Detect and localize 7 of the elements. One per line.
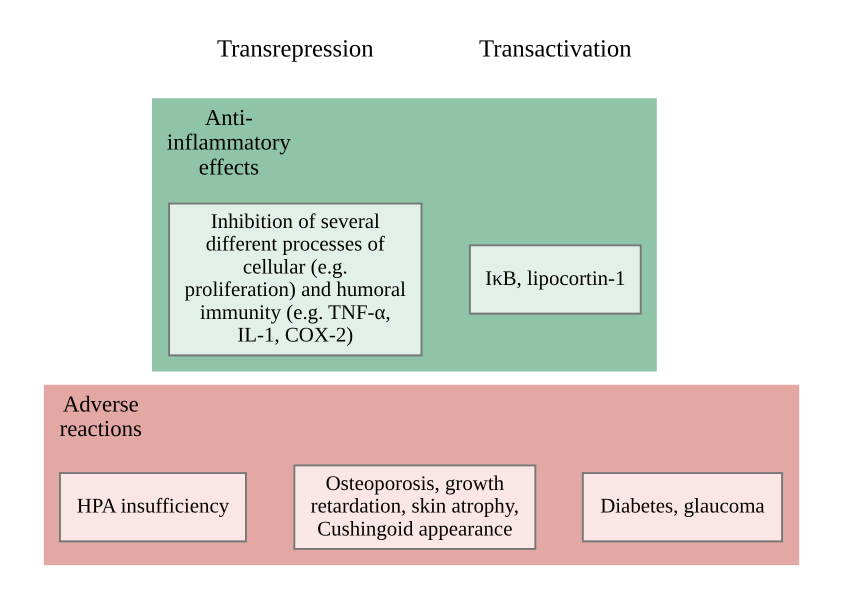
- node-box: HPA insufficiency: [58, 472, 246, 542]
- label: Transactivation: [478, 35, 632, 62]
- node-box: Inhibition of several different processes of cellular (e.g. proliferation) and humoral immunity (e.g. TNF-α, IL-1, COX-2): [168, 202, 422, 356]
- node-box: Osteoporosis, growth retardation, skin atrophy, Cushingoid appearance: [292, 464, 536, 550]
- node-box: IκB, lipocortin-1: [468, 244, 642, 315]
- node-box: Diabetes, glaucoma: [581, 472, 783, 542]
- label: Transrepression: [216, 35, 374, 62]
